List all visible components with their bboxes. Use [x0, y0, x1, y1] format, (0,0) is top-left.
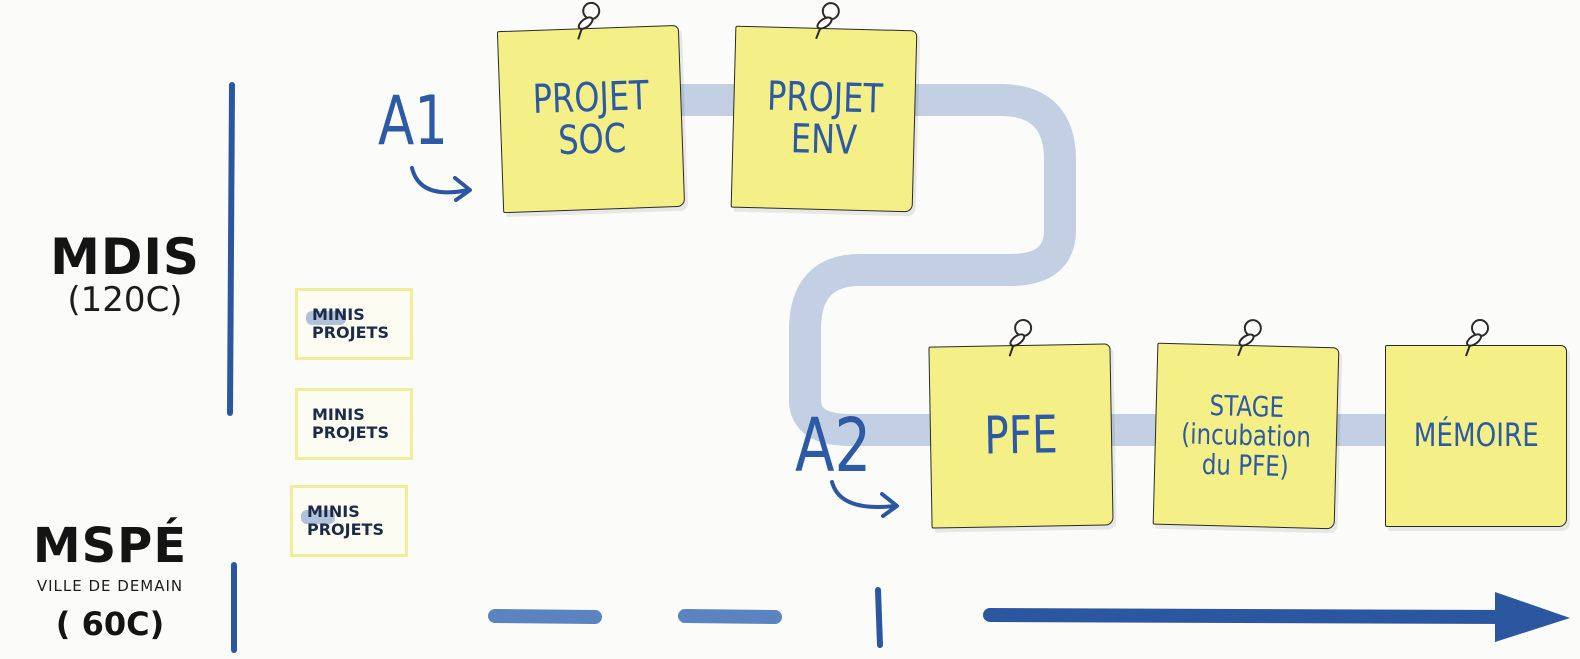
- pushpin-icon: [577, 1, 601, 40]
- pushpin-icon: [815, 2, 840, 40]
- highlight-mark: [301, 510, 335, 524]
- curved-arrow-icon: [830, 480, 897, 509]
- note-projet-env: PROJET ENV: [730, 2, 918, 213]
- right-arrow-icon: [983, 592, 1570, 642]
- year-label-a2: A2: [795, 403, 872, 489]
- note-text: MÉMOIRE: [1413, 416, 1539, 455]
- mini-projects-label: MINIS PROJETS: [312, 404, 389, 442]
- note-stage: STAGE (incubation du PFE): [1152, 319, 1340, 530]
- timeline-tick: [875, 587, 883, 648]
- program-mspe-credits: ( 60C): [55, 605, 165, 643]
- note-projet-soc: PROJET SOC: [496, 1, 686, 214]
- path-connector: [574, 84, 1536, 446]
- highlight-mark: [306, 311, 346, 325]
- program-mspe-name: MSPÉ: [32, 518, 188, 574]
- program-mspe-subtitle: VILLE DE DEMAIN: [36, 577, 184, 595]
- note-text: PFE: [983, 405, 1059, 467]
- mini-projects-box: MINIS PROJETS: [295, 288, 413, 360]
- pushpin-icon: [1237, 319, 1262, 357]
- program-mdis-name: MDIS: [50, 228, 200, 286]
- mini-projects-box: MINIS PROJETS: [295, 388, 413, 460]
- program-mdis-credits: (120C): [67, 280, 183, 320]
- timeline-dash-1: [488, 609, 602, 624]
- note-pfe: PFE: [928, 318, 1114, 529]
- timeline-dash-2: [678, 609, 782, 624]
- mini-projects-box: MINIS PROJETS: [290, 485, 408, 557]
- note-text: PROJET SOC: [531, 73, 649, 165]
- note-text: PROJET ENV: [766, 73, 884, 164]
- pushpin-icon: [1465, 319, 1489, 357]
- note-memoire: MÉMOIRE: [1385, 319, 1567, 527]
- divider-line-mdis: [227, 82, 235, 416]
- pushpin-icon: [1008, 318, 1033, 357]
- note-text: STAGE (incubation du PFE): [1180, 388, 1312, 483]
- year-label-a1: A1: [378, 82, 449, 161]
- mini-projects-label: MINIS PROJETS: [312, 304, 389, 342]
- curved-arrow-icon: [410, 166, 470, 195]
- mini-projects-label: MINIS PROJETS: [307, 501, 384, 539]
